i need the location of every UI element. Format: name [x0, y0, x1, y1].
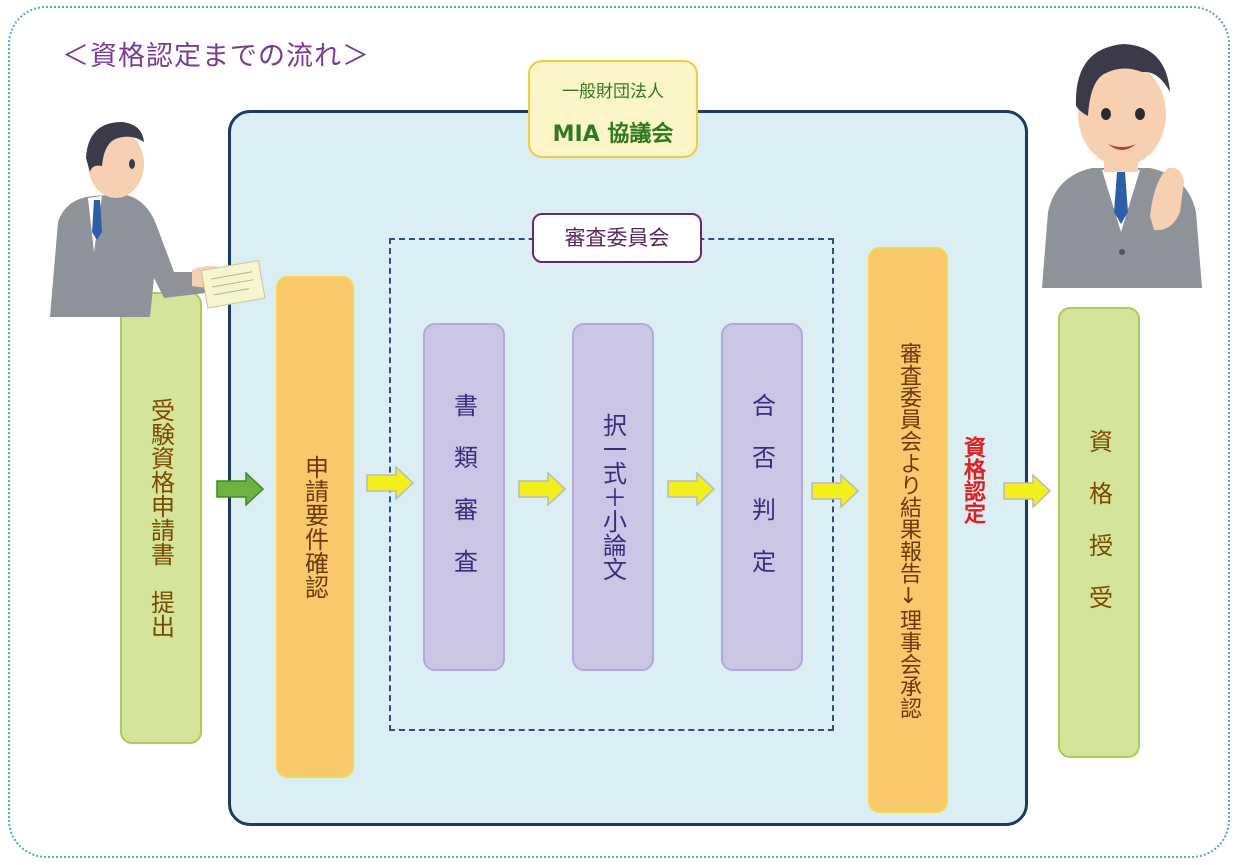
step-document-review-label: 書類審査 [449, 393, 478, 601]
step-requirements-check-label: 申請要件確認 [300, 455, 329, 599]
step-exam-label: 択一式＋小論文 [598, 413, 627, 581]
organization-name-box: 一般財団法人 MIA 協議会 [528, 60, 698, 158]
organization-type: 一般財団法人 [562, 82, 664, 102]
step-report-label: 審査委員会より結果報告↓理事会承認 [896, 341, 921, 719]
step-pass-fail-label: 合否判定 [747, 393, 776, 601]
step-report: 審査委員会より結果報告↓理事会承認 [868, 247, 948, 813]
committee-label: 審査委員会 [532, 213, 702, 263]
step-requirements-check: 申請要件確認 [276, 276, 354, 778]
arrow-right-icon [216, 472, 264, 506]
step-award-label: 資格授受 [1084, 428, 1113, 637]
step-award: 資格授受 [1058, 307, 1140, 758]
page-title: ＜資格認定までの流れ＞ [62, 41, 370, 72]
businessman-handing-document-icon [50, 122, 266, 317]
arrow-right-icon [667, 472, 715, 506]
step-submit-label: 受験資格申請書 提出 [146, 398, 175, 638]
organization-name: MIA 協議会 [552, 122, 674, 147]
step-exam: 択一式＋小論文 [572, 323, 654, 671]
qualification-cert-label: 資格認定 [960, 436, 985, 524]
arrow-right-icon [366, 466, 414, 500]
step-pass-fail: 合否判定 [721, 323, 803, 671]
arrow-right-icon [1003, 474, 1051, 508]
step-submit: 受験資格申請書 提出 [120, 292, 202, 744]
step-document-review: 書類審査 [423, 323, 505, 671]
businessman-thinking-icon [1042, 44, 1202, 288]
arrow-right-icon [811, 474, 859, 508]
outer-frame [8, 6, 1230, 858]
arrow-right-icon [518, 472, 566, 506]
